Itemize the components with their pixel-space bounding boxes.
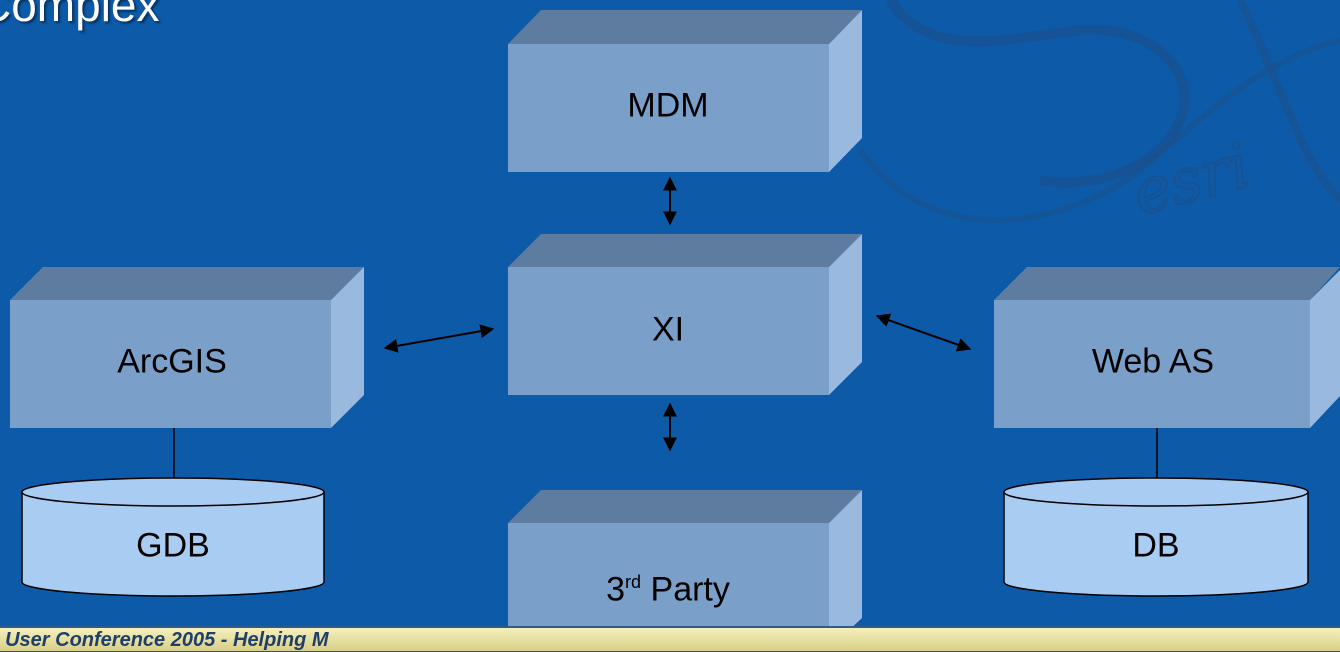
slide-title: Complex [0,0,160,31]
third-party-superscript: rd [625,572,642,593]
third-party-label: 3rd Party [606,571,730,610]
arcgis-box [10,267,364,428]
xi-box [508,234,862,395]
arrow-arcgis-xi [383,324,495,353]
webas-box [994,267,1340,428]
arrow-xi-webas [875,313,972,352]
mdm-label: MDM [627,86,709,125]
third-party-main: Party [650,570,730,609]
db-label: DB [1132,526,1180,565]
gdb-label: GDB [136,526,210,565]
webas-label: Web AS [1091,342,1215,381]
footer-text: l User Conference 2005 - Helping M [0,629,329,651]
arcgis-label: ArcGIS [117,342,227,381]
gdb-cylinder [21,477,325,597]
mdm-box [508,10,862,172]
footer-bar: l User Conference 2005 - Helping M [0,626,1340,651]
db-cylinder [1003,477,1309,597]
xi-label: XI [651,310,685,349]
third-party-prefix: 3 [606,570,626,609]
